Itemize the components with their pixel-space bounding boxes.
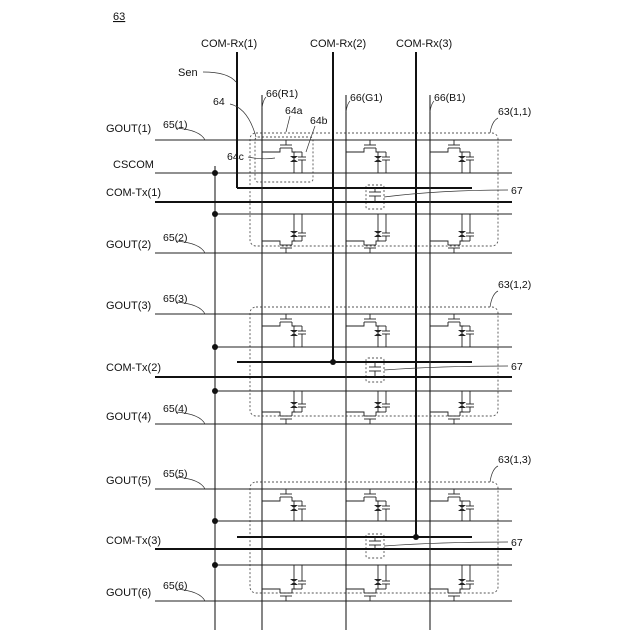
gout-2-label: GOUT(2) [106,239,151,251]
node [330,359,336,365]
block-outline-1 [250,133,498,246]
node [212,388,218,394]
pixel-cell [346,489,390,521]
com-rx-2-label: COM-Rx(2) [310,38,366,50]
node [212,170,218,176]
pixel-cell [430,391,474,424]
pixel-cell [430,314,474,347]
labels: COM-Rx(1) COM-Rx(2) COM-Rx(3) Sen GOUT(1… [106,38,531,599]
cross-cap-1 [369,188,381,202]
leader-67-1 [384,190,508,197]
com-tx-2-label: COM-Tx(2) [106,362,161,374]
com-tx-1-label: COM-Tx(1) [106,187,161,199]
ref-66-g1: 66(G1) [350,92,383,104]
sen-label: Sen [178,67,198,79]
gout-4-label: GOUT(4) [106,411,151,423]
ref-67-2: 67 [511,361,523,373]
cross-cap-2 [369,362,381,377]
leader-block-1 [490,118,498,133]
pixel-cell [346,565,390,601]
node [212,518,218,524]
pixel-cell [346,314,390,347]
ref-65-4: 65(4) [163,403,188,415]
pixel-cell [430,214,474,253]
pixel-cell [346,140,390,173]
leader-67-3 [384,542,508,546]
leader-lines [176,72,508,601]
ref-65-1: 65(1) [163,119,188,131]
node [413,534,419,540]
leader-67-2 [384,366,508,370]
pixel-outline-64 [255,137,313,182]
node [212,344,218,350]
gout-6-label: GOUT(6) [106,587,151,599]
ref-64c: 64c [227,151,244,163]
leader-64a [286,116,290,132]
pixel-cell [262,140,306,173]
ref-65-6: 65(6) [163,580,188,592]
pixel-cell [346,391,390,424]
node [212,211,218,217]
pixel-cell [262,314,306,347]
ref-block-3: 63(1,3) [498,454,531,466]
ref-block-2: 63(1,2) [498,279,531,291]
leader-block-3 [490,466,498,482]
gout-5-label: GOUT(5) [106,475,151,487]
cscom-label: CSCOM [113,159,154,171]
leader-sen [203,72,236,82]
pixel-cell [346,214,390,253]
ref-block-1: 63(1,1) [498,106,531,118]
pixel-cell [262,489,306,521]
cross-capacitors [369,188,381,549]
com-rx-1-label: COM-Rx(1) [201,38,257,50]
ref-64b: 64b [310,115,328,127]
gout-1-label: GOUT(1) [106,123,151,135]
pixel-cell [430,565,474,601]
pixel-cell [262,391,306,424]
ref-66-b1: 66(B1) [434,92,466,104]
figure-number: 63 [113,11,125,23]
pixel-cell [430,140,474,173]
pixel-cell [430,489,474,521]
com-rx-3-label: COM-Rx(3) [396,38,452,50]
com-tx-3-label: COM-Tx(3) [106,535,161,547]
node [212,562,218,568]
ref-65-3: 65(3) [163,293,188,305]
leader-64 [230,104,256,137]
leader-64b [306,126,315,152]
ref-64: 64 [213,96,225,108]
pixel-cell [262,214,306,253]
ref-64a: 64a [285,105,303,117]
cross-cap-3 [369,537,381,549]
ref-66-r1: 66(R1) [266,88,298,100]
com-rx-lines [237,52,472,540]
ref-65-2: 65(2) [163,232,188,244]
gout-3-label: GOUT(3) [106,300,151,312]
ref-67-3: 67 [511,537,523,549]
ref-67-1: 67 [511,185,523,197]
leader-block-2 [490,291,498,307]
pixel-cell [262,565,306,601]
ref-65-5: 65(5) [163,468,188,480]
